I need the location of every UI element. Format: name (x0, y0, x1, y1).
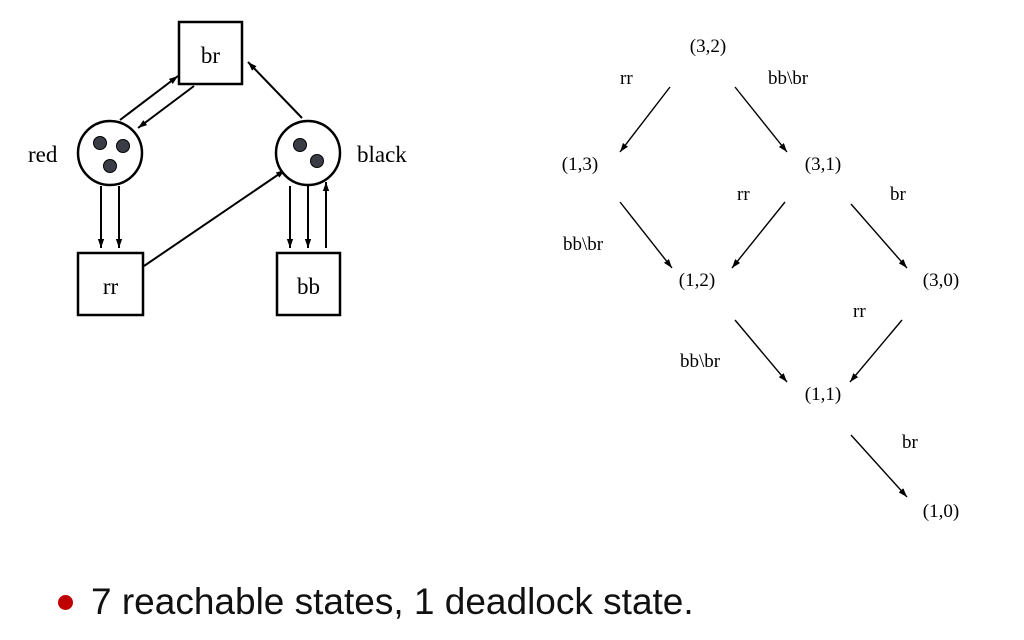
edge-label: br (902, 432, 919, 453)
place-red (76, 119, 144, 187)
state-1-3: (1,3) (562, 154, 598, 175)
arc-red-to-br (119, 75, 179, 121)
transition-rr: rr (76, 251, 145, 317)
state-3-0: (3,0) (923, 270, 959, 291)
state-labels: (3,2) (1,3) (3,1) (1,2) (3,0) (1,1) (1,0… (562, 36, 959, 522)
transition-bb-label: bb (297, 274, 320, 299)
edge-label: bb\br (768, 68, 809, 89)
edge-30-11 (849, 319, 903, 383)
edge-13-12 (619, 201, 673, 269)
edge-label: rr (737, 184, 750, 205)
transition-br-label: br (201, 43, 221, 68)
bullet-text: 7 reachable states, 1 deadlock state. (91, 581, 694, 622)
edge-12-11 (734, 319, 788, 383)
bullet-dot (58, 594, 73, 610)
edge-label: rr (620, 68, 633, 89)
arc-black-to-br (247, 61, 303, 119)
reachability-graph: (3,2) (1,3) (3,1) (1,2) (3,0) (1,1) (1,0… (562, 36, 959, 522)
edge-32-31 (734, 86, 788, 153)
edge-label: bb\br (563, 234, 604, 255)
place-red-label: red (28, 142, 58, 167)
token (116, 139, 130, 153)
edge-label: br (890, 184, 907, 205)
graph-edges (619, 86, 908, 498)
edge-32-13 (619, 86, 671, 153)
state-3-2: (3,2) (690, 36, 726, 57)
edge-31-30 (850, 203, 908, 269)
token (310, 154, 324, 168)
edge-31-12 (731, 201, 786, 269)
transition-rr-label: rr (103, 274, 119, 299)
token (103, 159, 117, 173)
token (93, 136, 107, 150)
edge-11-10 (850, 434, 908, 498)
petri-net: br rr bb red black (28, 20, 407, 317)
place-black-label: black (357, 142, 407, 167)
petri-arcs (97, 61, 330, 267)
state-1-1: (1,1) (805, 384, 841, 405)
transition-bb: bb (275, 251, 342, 317)
place-black (274, 119, 342, 187)
arc-rr-to-black (143, 169, 286, 267)
state-1-2: (1,2) (679, 270, 715, 291)
bullet-point: 7 reachable states, 1 deadlock state. (58, 574, 958, 630)
edge-label: rr (853, 301, 866, 322)
state-1-0: (1,0) (923, 501, 959, 522)
edge-labels: rr bb\br rr br bb\br rr bb\br br (563, 68, 919, 453)
transition-br: br (177, 20, 244, 86)
arc-br-to-red (137, 85, 195, 129)
edge-label: bb\br (680, 351, 721, 372)
state-3-1: (3,1) (805, 154, 841, 175)
token (293, 138, 307, 152)
